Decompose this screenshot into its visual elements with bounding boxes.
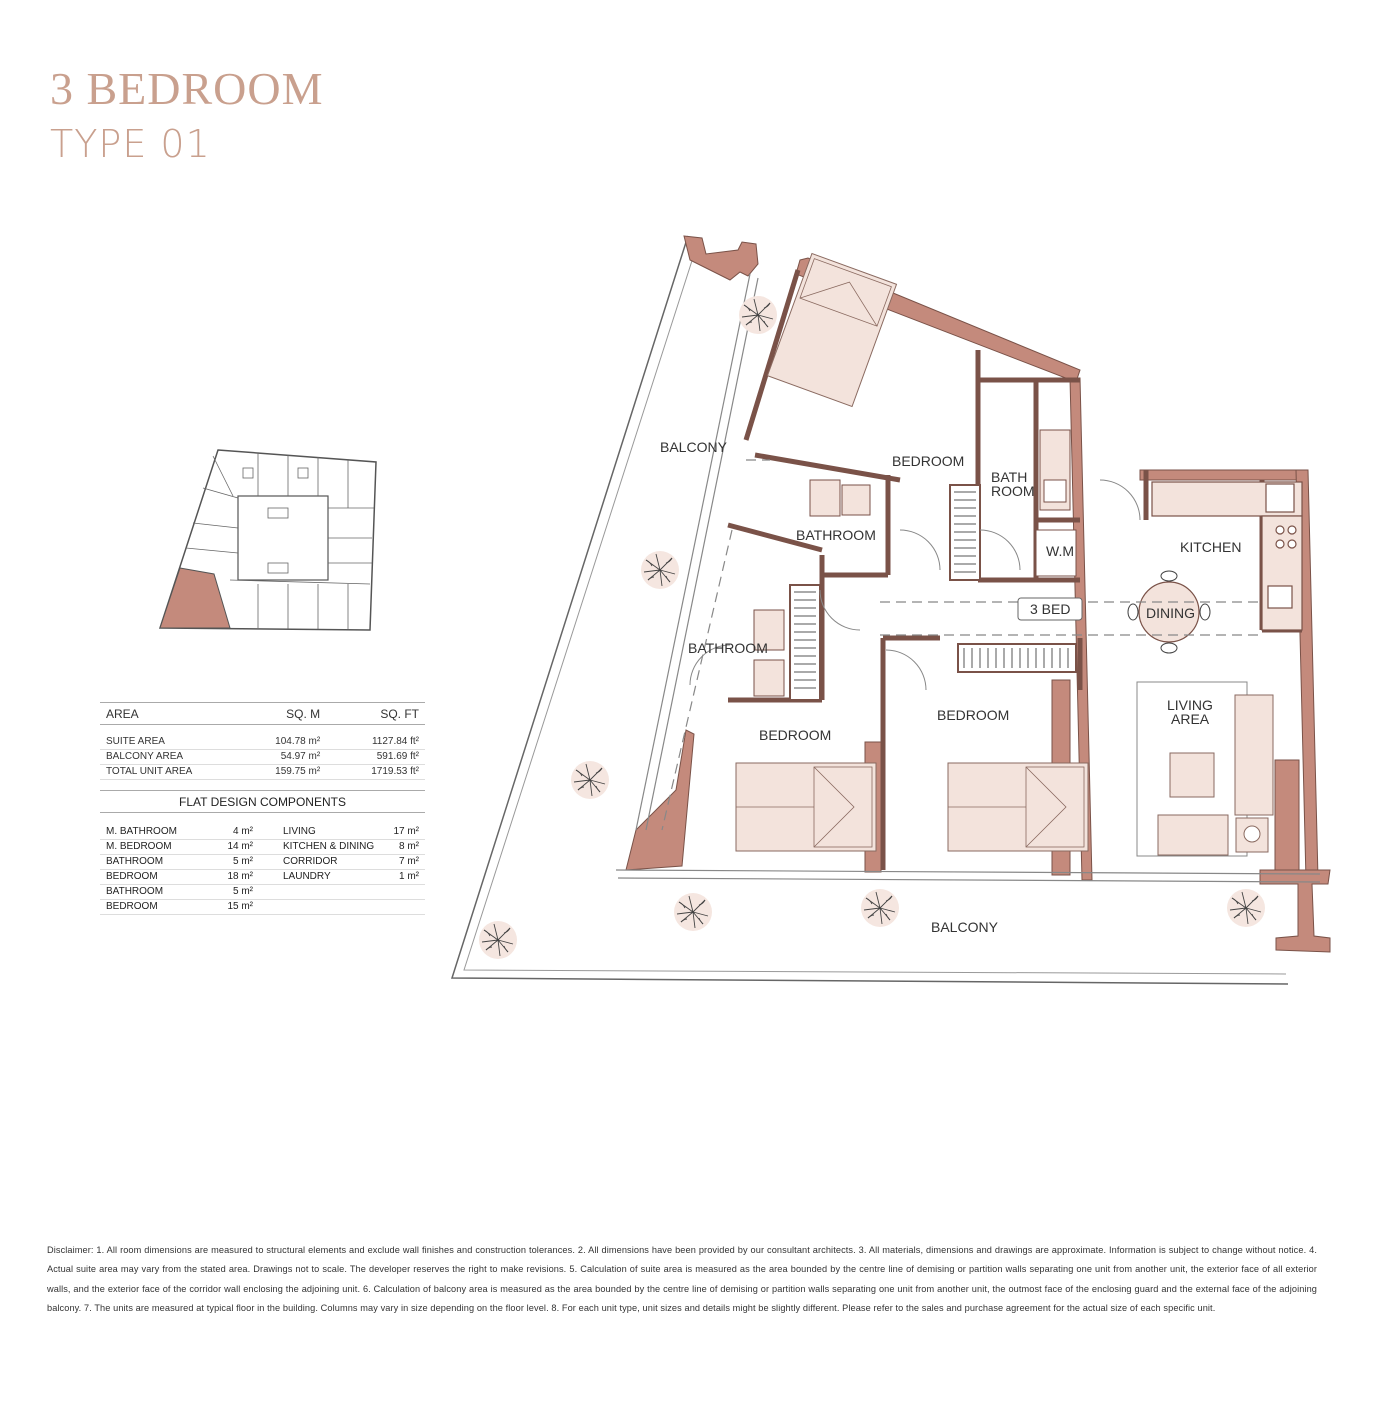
kitchen-counters (1151, 481, 1303, 631)
row-sqm: 159.75 m² (275, 766, 321, 777)
comp-a: BEDROOM (106, 901, 158, 912)
row-sqft: 1127.84 ft² (371, 736, 420, 747)
row-sqft: 591.69 ft² (376, 751, 420, 762)
page-subtitle: TYPE 01 (50, 122, 211, 166)
dining-table (1127, 570, 1211, 654)
comp-d (393, 900, 419, 914)
row-sqm: 54.97 m² (280, 751, 321, 762)
wardrobes (789, 484, 1077, 701)
row-sqm: 104.78 m² (275, 736, 321, 747)
comp-b: 5 m² (233, 856, 253, 867)
table-row: BALCONY AREA 54.97 m² 591.69 ft² (100, 750, 425, 765)
comp-d: 1 m² (399, 871, 419, 882)
plant-icon (570, 760, 610, 800)
bathroom-fixtures (753, 429, 1077, 697)
unit-type-badge (1017, 597, 1083, 621)
header-sqm: SQ. M (286, 707, 321, 721)
comp-d (393, 885, 419, 899)
label-bath-room-2: ROOM (991, 483, 1035, 499)
living-furniture (1136, 681, 1274, 857)
plant-icon (673, 892, 713, 932)
plant-icon (860, 888, 900, 928)
row-label: BALCONY AREA (106, 751, 184, 762)
label-bedroom-mid: BEDROOM (937, 707, 1009, 723)
plant-icon (1226, 888, 1266, 928)
row-sqft: 1719.53 ft² (371, 766, 420, 777)
comp-a: M. BEDROOM (106, 841, 172, 852)
table-row: BATHROOM 5 m² (100, 885, 425, 900)
row-label: TOTAL UNIT AREA (106, 766, 193, 777)
comp-b: 5 m² (233, 886, 253, 897)
label-dining: DINING (1146, 605, 1195, 621)
label-balcony-left: BALCONY (660, 439, 728, 455)
table-row: SUITE AREA 104.78 m² 1127.84 ft² (100, 735, 425, 750)
row-label: SUITE AREA (106, 736, 165, 747)
comp-d: 7 m² (399, 856, 419, 867)
comp-b: 15 m² (227, 901, 253, 912)
header-area: AREA (106, 707, 139, 721)
components-title: FLAT DESIGN COMPONENTS (100, 790, 425, 813)
comp-a: BATHROOM (106, 856, 164, 867)
comp-b: 4 m² (233, 826, 253, 837)
area-table: AREA SQ. M SQ. FT SUITE AREA 104.78 m² 1… (100, 702, 425, 780)
comp-c (253, 885, 393, 899)
comp-c: CORRIDOR (283, 856, 338, 867)
table-row: M. BEDROOM 14 m² KITCHEN & DINING 8 m² (100, 840, 425, 855)
label-balcony-bottom: BALCONY (931, 919, 999, 935)
bed-master (766, 252, 898, 408)
disclaimer: Disclaimer: 1. All room dimensions are m… (47, 1245, 1317, 1313)
label-kitchen: KITCHEN (1180, 539, 1241, 555)
table-row: M. BATHROOM 4 m² LIVING 17 m² (100, 825, 425, 840)
comp-c: KITCHEN & DINING (283, 841, 375, 852)
glazing (615, 273, 1321, 883)
label-bedroom-left: BEDROOM (759, 727, 831, 743)
plant-icon (738, 295, 778, 335)
comp-c (253, 900, 393, 914)
label-3-bed: 3 BED (1030, 601, 1070, 617)
comp-c: LIVING (283, 826, 316, 837)
floor-plan: BALCONY BEDROOM BATH ROOM BATHROOM W.M K… (450, 235, 1331, 985)
key-plan-diagram (158, 449, 377, 631)
door-swings (689, 479, 1141, 691)
table-row: BEDROOM 18 m² LAUNDRY 1 m² (100, 870, 425, 885)
label-bath-room: BATH (991, 469, 1027, 485)
label-bedroom-master: BEDROOM (892, 453, 964, 469)
label-living-1: LIVING (1167, 697, 1213, 713)
label-bathroom-b: BATHROOM (688, 640, 768, 656)
bed-left (735, 762, 877, 852)
table-row: BEDROOM 15 m² (100, 900, 425, 915)
label-living-2: AREA (1171, 711, 1210, 727)
label-bathroom-a: BATHROOM (796, 527, 876, 543)
comp-c: LAUNDRY (283, 871, 331, 882)
comp-b: 18 m² (227, 871, 253, 882)
page-title: 3 BEDROOM (50, 63, 324, 114)
comp-d: 8 m² (399, 841, 419, 852)
comp-d: 17 m² (393, 826, 419, 837)
header-sqft: SQ. FT (380, 707, 420, 721)
comp-a: BEDROOM (106, 871, 158, 882)
bed-mid (947, 762, 1089, 852)
comp-b: 14 m² (227, 841, 253, 852)
table-row: TOTAL UNIT AREA 159.75 m² 1719.53 ft² (100, 765, 425, 780)
plant-icon (640, 550, 680, 590)
comp-a: M. BATHROOM (106, 826, 177, 837)
comp-a: BATHROOM (106, 886, 164, 897)
corridor-lines (661, 459, 1260, 831)
unit-highlight (159, 567, 231, 629)
area-table-header: AREA SQ. M SQ. FT (100, 702, 425, 725)
label-wm: W.M (1046, 543, 1074, 559)
plant-icon (478, 920, 518, 960)
components-table: M. BATHROOM 4 m² LIVING 17 m² M. BEDROOM 14 … (100, 825, 425, 915)
table-row: BATHROOM 5 m² CORRIDOR 7 m² (100, 855, 425, 870)
balcony-guard (450, 235, 1289, 985)
